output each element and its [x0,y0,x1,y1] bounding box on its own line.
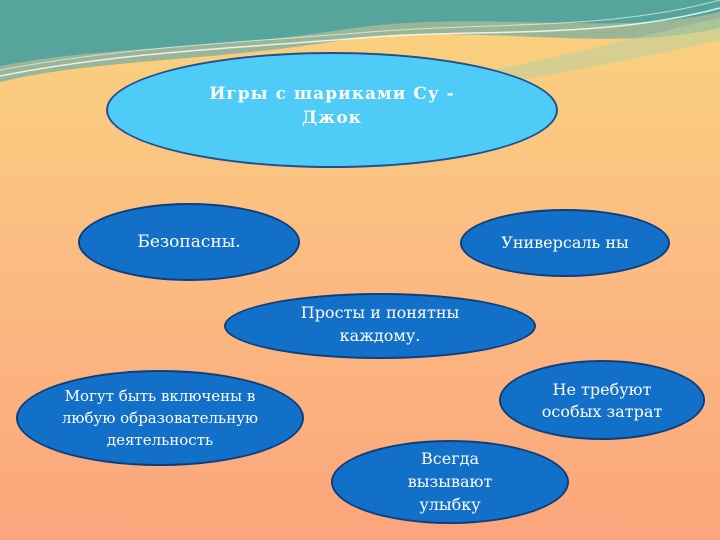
item-any-activity-text: Могут быть включены в любую образователь… [61,387,259,449]
item-no-cost: Не требуют особых затрат [499,360,705,440]
item-universal: Универсаль ны [460,209,670,277]
wave-band-mid [0,0,720,66]
title-text: Игры с шариками Су - Джок [209,84,455,128]
item-smile-text: Всегда вызывают улыбку [407,448,493,514]
item-safe: Безопасны. [78,203,300,281]
item-safe-text: Безопасны. [137,232,241,252]
title-ellipse: Игры с шариками Су - Джок [106,52,558,168]
item-simple-text: Просты и понятны каждому. [300,303,460,345]
item-simple: Просты и понятны каждому. [224,293,536,359]
wave-line-2 [0,0,720,71]
item-no-cost-text: Не требуют особых затрат [541,380,663,421]
item-any-activity: Могут быть включены в любую образователь… [16,370,304,466]
item-universal-text: Универсаль ны [501,233,629,252]
item-smile: Всегда вызывают улыбку [331,440,569,524]
wave-line-1 [0,7,720,77]
